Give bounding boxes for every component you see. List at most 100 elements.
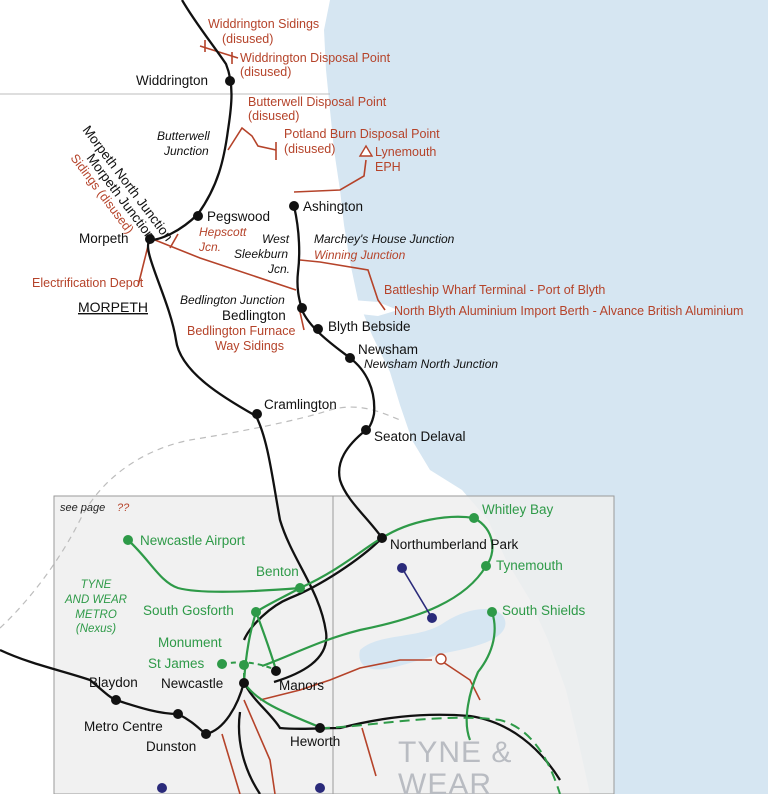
station-dots <box>111 76 387 739</box>
metro-heworth-branch <box>319 716 561 794</box>
label-northumberland-park: Northumberland Park <box>390 537 519 552</box>
blyth-estuary <box>352 300 398 316</box>
label-bedlington-junction: Bedlington Junction <box>180 293 285 307</box>
label-ashington: Ashington <box>303 199 363 214</box>
station-dot-metro-centre <box>173 709 183 719</box>
inset-panel <box>53 495 615 794</box>
inset-page-ref: ?? <box>117 502 130 514</box>
label-butterwell-disposal-note: (disused) <box>248 109 299 123</box>
label-district-morpeth: MORPETH <box>78 299 148 315</box>
metro-dot-south-shields <box>487 607 497 617</box>
label-tynemouth: Tynemouth <box>496 558 563 573</box>
label-seaton-delaval: Seaton Delaval <box>374 429 466 444</box>
station-dot-manors <box>271 666 281 676</box>
label-west-sleekburn-1: West <box>262 232 290 246</box>
region-label-line1: TYNE & <box>398 736 512 769</box>
label-battleship-wharf: Battleship Wharf Terminal - Port of Blyt… <box>384 283 605 297</box>
metro-dot-monument <box>239 660 249 670</box>
metro-dot-st-james <box>217 659 227 669</box>
county-boundary-dashed <box>0 406 401 629</box>
station-dot-blyth-bebside <box>313 324 323 334</box>
river-tyne <box>359 608 506 670</box>
label-newsham: Newsham <box>358 342 418 357</box>
metro-dot-whitley-bay <box>469 513 479 523</box>
label-north-blyth-aluminium: North Blyth Aluminium Import Berth - Alv… <box>394 304 743 318</box>
label-newsham-north-junction: Newsham North Junction <box>364 357 498 371</box>
label-bedlington-furnace-2: Way Sidings <box>215 339 284 353</box>
other-station-2 <box>427 613 437 623</box>
metro-station-dots <box>123 513 497 670</box>
north-sea <box>324 0 768 794</box>
metro-dot-tynemouth <box>481 561 491 571</box>
label-butterwell-junction: Butterwell <box>157 129 210 143</box>
label-electrification-depot: Electrification Depot <box>32 276 144 290</box>
label-hepscott: Hepscott <box>199 225 247 239</box>
label-widdrington-disposal-note: (disused) <box>240 65 291 79</box>
label-whitley-bay: Whitley Bay <box>482 502 554 517</box>
label-west-sleekburn-2: Sleekburn <box>234 247 288 261</box>
label-metro-3: METRO <box>75 609 117 621</box>
label-dunston: Dunston <box>146 739 196 754</box>
station-dot-heworth <box>315 723 325 733</box>
label-west-sleekburn-3: Jcn. <box>267 262 290 276</box>
label-lynemouth-eph: EPH <box>375 160 401 174</box>
label-hepscott-jcn: Jcn. <box>198 240 221 254</box>
label-potland-burn: Potland Burn Disposal Point <box>284 127 440 141</box>
station-dot-bedlington <box>297 303 307 313</box>
label-widdrington-disposal: Widdrington Disposal Point <box>240 51 391 65</box>
label-pegswood: Pegswood <box>207 209 270 224</box>
station-dot-blaydon <box>111 695 121 705</box>
station-dot-northumberland-park <box>377 533 387 543</box>
station-dot-dunston <box>201 729 211 739</box>
station-dot-cramlington <box>252 409 262 419</box>
metro-lines <box>127 515 496 741</box>
station-dot-ashington <box>289 201 299 211</box>
label-benton: Benton <box>256 564 299 579</box>
label-monument: Monument <box>158 635 222 650</box>
label-metro-4: (Nexus) <box>76 623 116 635</box>
label-marcheys-house-junction: Marchey's House Junction <box>314 232 455 246</box>
label-metro-centre: Metro Centre <box>84 719 163 734</box>
label-bedlington-furnace: Bedlington Furnace <box>187 324 295 338</box>
other-station-3 <box>157 783 167 793</box>
station-dot-morpeth <box>145 234 155 244</box>
station-dot-newcastle <box>239 678 249 688</box>
station-dot-widdrington <box>225 76 235 86</box>
label-cramlington: Cramlington <box>264 397 337 412</box>
station-dot-pegswood <box>193 211 203 221</box>
label-south-gosforth: South Gosforth <box>143 603 234 618</box>
label-widdrington-sidings: Widdrington Sidings <box>208 17 319 31</box>
label-st-james: St James <box>148 656 205 671</box>
label-widdrington-sidings-note: (disused) <box>222 32 273 46</box>
label-morpeth: Morpeth <box>79 231 129 246</box>
region-label-line2: WEAR <box>398 768 492 794</box>
label-potland-burn-note: (disused) <box>284 142 335 156</box>
metro-dot-newcastle-airport <box>123 535 133 545</box>
label-blyth-bebside: Blyth Bebside <box>328 319 411 334</box>
station-dot-newsham <box>345 353 355 363</box>
label-heworth: Heworth <box>290 734 340 749</box>
metro-dot-benton <box>295 583 305 593</box>
label-bedlington: Bedlington <box>222 308 286 323</box>
other-station-1 <box>397 563 407 573</box>
label-lynemouth: Lynemouth <box>375 145 436 159</box>
port-marker <box>435 653 447 665</box>
inset-see-page: see page <box>60 502 105 514</box>
station-dot-seaton-delaval <box>361 425 371 435</box>
label-butterwell-disposal: Butterwell Disposal Point <box>248 95 387 109</box>
label-metro-2: AND WEAR <box>64 594 127 606</box>
other-station-4 <box>315 783 325 793</box>
label-winning-junction: Winning Junction <box>314 248 406 262</box>
label-newcastle: Newcastle <box>161 676 223 691</box>
label-butterwell-junction-2: Junction <box>163 144 209 158</box>
label-blaydon: Blaydon <box>89 675 138 690</box>
label-metro-1: TYNE <box>81 579 112 591</box>
metro-dot-south-gosforth <box>251 607 261 617</box>
label-manors: Manors <box>279 678 324 693</box>
lynemouth-marker <box>358 144 374 157</box>
other-line <box>401 567 433 619</box>
label-south-shields: South Shields <box>502 603 586 618</box>
label-newcastle-airport: Newcastle Airport <box>140 533 245 548</box>
